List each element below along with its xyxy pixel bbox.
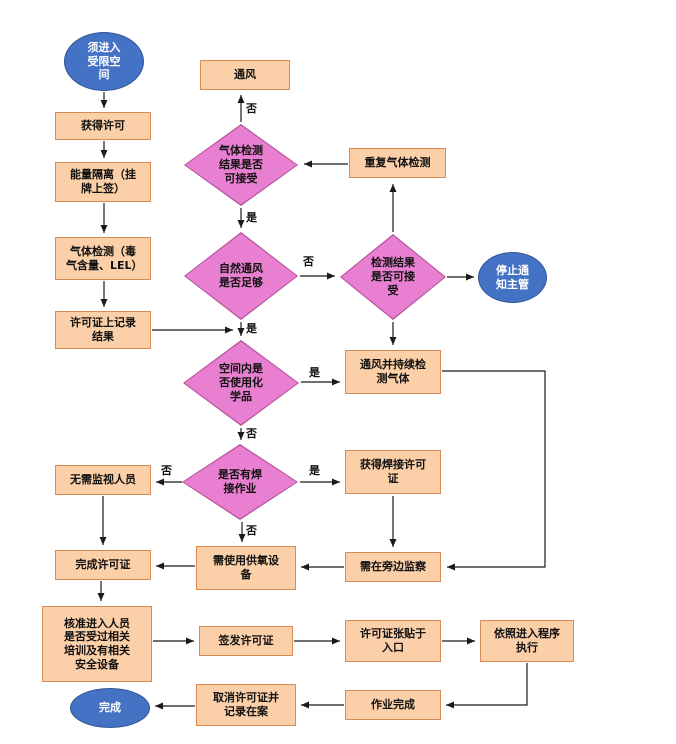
node-chemicals-used-label: 空间内是否使用化学品 <box>219 362 263 403</box>
node-natural-vent-enough-label: 自然通风是否足够 <box>219 262 263 289</box>
node-oxygen-equipment-label: 需使用供氧设备 <box>213 554 279 581</box>
edge-vent-monitor-to-standby-watch <box>442 370 546 571</box>
node-vent-and-monitor: 通风并持续检测气体 <box>345 350 441 394</box>
node-energy-isolation: 能量隔离（挂牌上签） <box>55 162 151 202</box>
node-stop-notify-supervisor: 停止通知主管 <box>478 252 547 303</box>
node-cancel-permit-label: 取消许可证并记录在案 <box>213 691 279 718</box>
node-result-acceptable-label: 检测结果是否可接受 <box>371 256 415 297</box>
edge-follow-procedure-to-work-complete <box>446 663 528 709</box>
node-work-complete-label: 作业完成 <box>371 698 415 712</box>
node-repeat-gas-detection: 重复气体检测 <box>349 148 446 178</box>
node-done: 完成 <box>70 688 150 728</box>
node-standby-watch-label: 需在旁边监察 <box>360 560 426 574</box>
node-start-label: 须进入受限空间 <box>87 40 121 82</box>
edge-label-chemicals-yes: 是 <box>309 366 320 379</box>
node-welding-work-label: 是否有焊接作业 <box>218 468 262 495</box>
node-standby-watch: 需在旁边监察 <box>345 552 441 582</box>
node-chemicals-used: 空间内是否使用化学品 <box>183 340 299 426</box>
node-complete-permit-label: 完成许可证 <box>75 558 131 572</box>
edge-label-welding-no-down: 否 <box>246 524 257 537</box>
edge-label-gas-acceptable-yes: 是 <box>246 211 257 224</box>
edge-label-welding-yes: 是 <box>309 464 320 477</box>
node-repeat-gas-detection-label: 重复气体检测 <box>364 156 431 170</box>
node-gas-detection-label: 气体检测（毒气含量、LEL） <box>66 244 143 272</box>
edge-label-welding-no-left: 否 <box>161 464 172 477</box>
node-welding-permit-label: 获得焊接许可证 <box>360 458 426 485</box>
node-verify-training-label: 核准进入人员是否受过相关培训及有相关安全设备 <box>64 616 130 671</box>
node-follow-procedure-label: 依照进入程序执行 <box>494 627 560 654</box>
node-follow-procedure: 依照进入程序执行 <box>480 620 574 662</box>
node-natural-vent-enough: 自然通风是否足够 <box>184 232 298 320</box>
node-no-watchman-label: 无需监视人员 <box>70 473 136 487</box>
node-get-permit-label: 获得许可 <box>81 119 125 133</box>
node-oxygen-equipment: 需使用供氧设备 <box>196 546 296 590</box>
node-get-permit: 获得许可 <box>55 112 151 140</box>
node-work-complete: 作业完成 <box>345 690 441 720</box>
node-permit-posted: 许可证张贴于入口 <box>345 620 441 662</box>
edge-label-gas-acceptable-no: 否 <box>246 102 257 115</box>
node-cancel-permit: 取消许可证并记录在案 <box>196 684 296 726</box>
node-result-acceptable: 检测结果是否可接受 <box>340 234 446 320</box>
node-record-results-label: 许可证上记录结果 <box>70 316 136 343</box>
node-gas-detection: 气体检测（毒气含量、LEL） <box>55 237 151 280</box>
node-verify-training: 核准进入人员是否受过相关培训及有相关安全设备 <box>42 606 152 682</box>
node-vent-and-monitor-label: 通风并持续检测气体 <box>360 358 426 385</box>
edge-label-natural-vent-no: 否 <box>303 255 314 268</box>
node-ventilation: 通风 <box>200 60 290 90</box>
node-permit-posted-label: 许可证张贴于入口 <box>360 627 426 654</box>
node-gas-acceptable-label: 气体检测结果是否可接受 <box>219 144 263 185</box>
node-issue-permit-label: 签发许可证 <box>218 634 274 648</box>
edge-label-natural-vent-yes: 是 <box>246 322 257 335</box>
node-start: 须进入受限空间 <box>64 32 144 91</box>
node-welding-permit: 获得焊接许可证 <box>345 450 441 494</box>
node-issue-permit: 签发许可证 <box>199 626 293 656</box>
node-no-watchman: 无需监视人员 <box>55 465 151 495</box>
node-done-label: 完成 <box>99 701 121 715</box>
node-record-results: 许可证上记录结果 <box>55 311 151 349</box>
node-ventilation-label: 通风 <box>234 68 256 82</box>
node-complete-permit: 完成许可证 <box>55 550 151 580</box>
node-energy-isolation-label: 能量隔离（挂牌上签） <box>70 168 136 195</box>
node-gas-acceptable: 气体检测结果是否可接受 <box>184 124 298 206</box>
node-welding-work: 是否有焊接作业 <box>182 444 298 520</box>
node-stop-notify-label: 停止通知主管 <box>496 263 529 291</box>
edge-label-chemicals-no: 否 <box>246 427 257 440</box>
